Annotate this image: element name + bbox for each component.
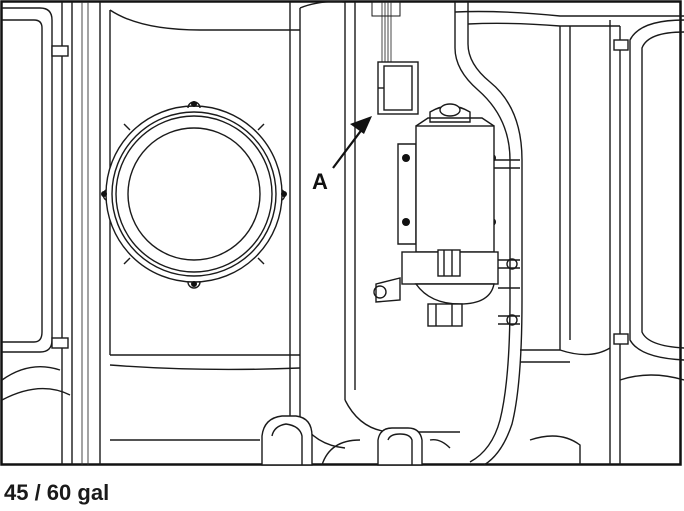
callout-label: A (312, 169, 328, 194)
figure-frame (0, 0, 682, 466)
drain-hose (454, 2, 684, 466)
bottom-section (110, 415, 581, 466)
callout-arrow (332, 116, 372, 169)
valve-assembly (373, 103, 520, 327)
wire-connector (371, 1, 419, 115)
diagram-figure: A (0, 0, 684, 466)
right-tank-section (520, 19, 684, 465)
tank-size-caption: 45 / 60 gal (4, 480, 110, 505)
left-tank-section (1, 2, 301, 465)
tank-fill-port (101, 101, 287, 289)
